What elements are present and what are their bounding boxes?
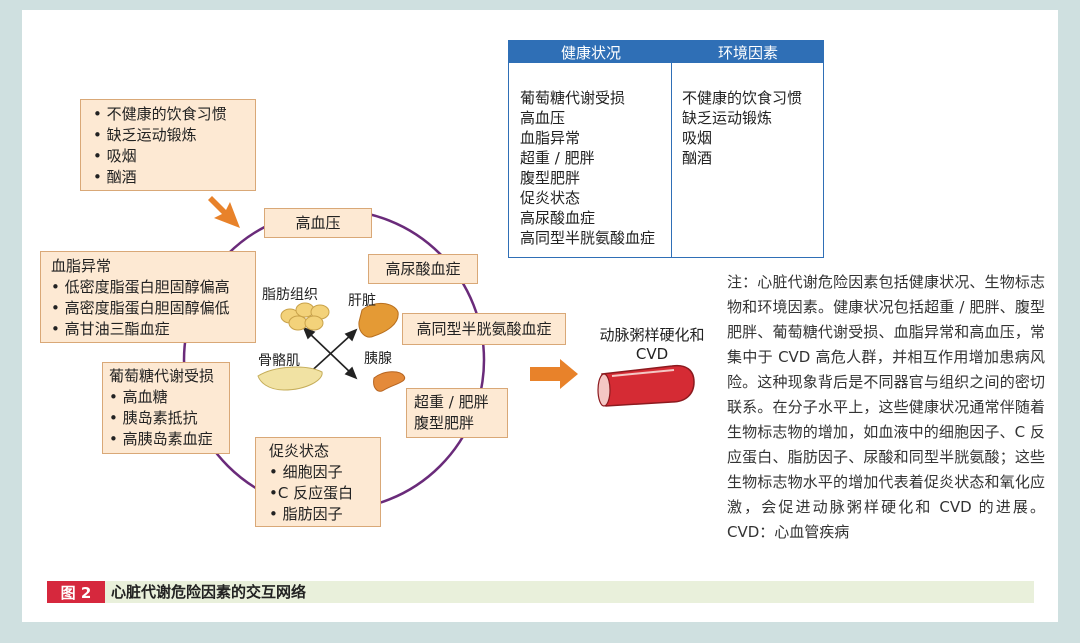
- node-hypertension: 高血压: [264, 208, 372, 238]
- outcome-label: 动脉粥样硬化和 CVD: [599, 326, 705, 363]
- factor-table: 健康状况 环境因素 葡萄糖代谢受损 高血压 血脂异常 超重 / 肥胖 腹型肥胖 …: [508, 40, 824, 258]
- health-item: 高血压: [520, 109, 566, 127]
- header-environment: 环境因素: [717, 43, 778, 62]
- node-homocysteine: 高同型半胱氨酸血症: [402, 313, 566, 345]
- liver-icon: [358, 303, 399, 338]
- node-dyslipidemia: 血脂异常 • 低密度脂蛋白胆固醇偏高 • 高密度脂蛋白胆固醇偏低 • 高甘油三酯…: [40, 251, 256, 343]
- environment-item: 吸烟: [682, 129, 713, 147]
- health-item: 高尿酸血症: [520, 209, 596, 227]
- node-hyperuricemia: 高尿酸血症: [368, 254, 478, 284]
- health-item: 腹型肥胖: [520, 169, 581, 187]
- figure-caption: 图 2 心脏代谢危险因素的交互网络: [47, 581, 1034, 603]
- env-arrow: [208, 196, 240, 228]
- health-item: 超重 / 肥胖: [520, 149, 595, 167]
- label-pancreas: 胰腺: [364, 351, 392, 367]
- adipose-icon: [280, 302, 330, 331]
- env-item: • 吸烟: [93, 147, 137, 165]
- node-obesity: 超重 / 肥胖 腹型肥胖: [406, 388, 508, 438]
- health-item: 血脂异常: [520, 129, 581, 147]
- environment-item: 不健康的饮食习惯: [682, 89, 803, 107]
- figure-title: 心脏代谢危险因素的交互网络: [111, 583, 307, 601]
- artery-icon: [597, 364, 695, 407]
- env-item: • 不健康的饮食习惯: [93, 105, 227, 123]
- node-inflammation: 促炎状态 • 细胞因子 •C 反应蛋白 • 脂肪因子: [255, 437, 381, 527]
- env-item: • 缺乏运动锻炼: [93, 126, 197, 144]
- network-graphics: [182, 196, 695, 512]
- muscle-icon: [257, 366, 323, 391]
- environment-column: 不健康的饮食习惯 缺乏运动锻炼 吸烟 酗酒: [672, 63, 822, 257]
- env-item: • 酗酒: [93, 168, 137, 186]
- figure-card: • 不健康的饮食习惯 • 缺乏运动锻炼 • 吸烟 • 酗酒 高血压 高尿酸血症 …: [22, 10, 1058, 622]
- pancreas-icon: [373, 371, 406, 392]
- node-glucose: 葡萄糖代谢受损 • 高血糖 • 胰岛素抵抗 • 高胰岛素血症: [102, 362, 230, 454]
- label-liver: 肝脏: [348, 293, 376, 309]
- health-column: 葡萄糖代谢受损 高血压 血脂异常 超重 / 肥胖 腹型肥胖 促炎状态 高尿酸血症…: [509, 63, 672, 257]
- health-item: 葡萄糖代谢受损: [520, 89, 626, 107]
- figure-number: 图 2: [47, 581, 105, 603]
- label-muscle: 骨骼肌: [258, 353, 300, 369]
- health-item: 促炎状态: [520, 189, 581, 207]
- environment-item: 酗酒: [682, 149, 713, 167]
- env-factors-box: • 不健康的饮食习惯 • 缺乏运动锻炼 • 吸烟 • 酗酒: [80, 99, 256, 191]
- label-adipose: 脂肪组织: [262, 287, 318, 303]
- header-health: 健康状况: [560, 43, 621, 62]
- outcome-arrow: [530, 359, 578, 389]
- table-header: 健康状况 环境因素: [509, 41, 823, 63]
- environment-item: 缺乏运动锻炼: [682, 109, 773, 127]
- figure-note: 注：心脏代谢危险因素包括健康状况、生物标志物和环境因素。健康状况包括超重 / 肥…: [727, 273, 1045, 541]
- health-item: 高同型半胱氨酸血症: [520, 229, 656, 247]
- table-body: 葡萄糖代谢受损 高血压 血脂异常 超重 / 肥胖 腹型肥胖 促炎状态 高尿酸血症…: [509, 63, 823, 257]
